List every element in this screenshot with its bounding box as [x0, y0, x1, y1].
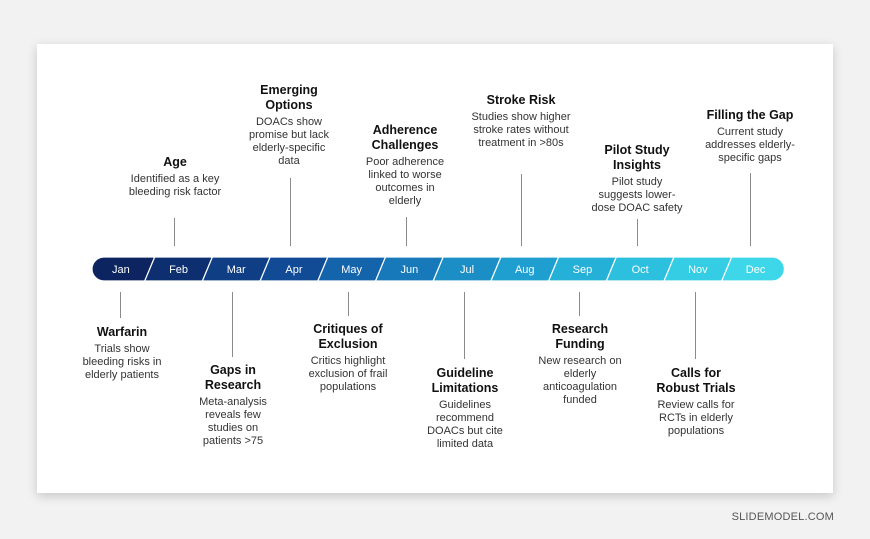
month-label-may: May [341, 264, 362, 276]
event-warfarin: Warfarin Trials show bleeding risks in e… [62, 325, 182, 382]
connector-may [348, 292, 349, 316]
event-title: Critiques of Exclusion [313, 322, 383, 351]
connector-nov [695, 292, 696, 359]
event-title: Adherence Challenges [371, 123, 439, 152]
connector-apr [290, 178, 291, 246]
event-title: Pilot Study Insights [604, 143, 670, 172]
event-desc: Studies show higher stroke rates without… [471, 111, 571, 149]
event-title: Gaps in Research [204, 363, 262, 392]
connector-jan [120, 292, 121, 318]
connector-jul [464, 292, 465, 359]
month-segment-jan [91, 256, 156, 282]
event-filling-the-gap: Filling the Gap Current study addresses … [690, 108, 810, 165]
month-segment-dec [720, 256, 785, 282]
event-desc: New research on elderly anticoagulation … [538, 355, 622, 406]
month-label-oct: Oct [632, 264, 649, 276]
event-title: Emerging Options [260, 83, 318, 112]
month-label-aug: Aug [515, 264, 535, 276]
month-label-feb: Feb [169, 264, 188, 276]
event-critiques-of-exclusion: Critiques of Exclusion Critics highlight… [288, 322, 408, 394]
event-title: Filling the Gap [706, 108, 794, 122]
event-title: Age [163, 155, 187, 169]
connector-sep [579, 292, 580, 316]
event-adherence-challenges: Adherence Challenges Poor adherence link… [345, 123, 465, 208]
event-title: Stroke Risk [486, 93, 556, 107]
event-desc: Identified as a key bleeding risk factor [128, 173, 222, 198]
connector-jun [406, 217, 407, 246]
month-label-dec: Dec [746, 264, 766, 276]
event-age: Age Identified as a key bleeding risk fa… [115, 155, 235, 199]
connector-dec [750, 173, 751, 246]
event-guideline-limitations: Guideline Limitations Guidelines recomme… [405, 366, 525, 451]
event-desc: Critics highlight exclusion of frail pop… [308, 355, 388, 393]
connector-aug [521, 174, 522, 246]
month-label-sep: Sep [573, 264, 593, 276]
watermark: SLIDEMODEL.COM [731, 511, 834, 523]
connector-oct [637, 219, 638, 246]
event-desc: Current study addresses elderly-specific… [705, 126, 795, 164]
event-calls-for-robust-trials: Calls for Robust Trials Review calls for… [636, 366, 756, 438]
event-desc: DOACs show promise but lack elderly-spec… [248, 116, 330, 167]
event-desc: Pilot study suggests lower-dose DOAC saf… [591, 176, 683, 214]
connector-feb [174, 218, 175, 246]
event-gaps-in-research: Gaps in Research Meta-analysis reveals f… [173, 363, 293, 448]
event-desc: Review calls for RCTs in elderly populat… [657, 399, 735, 437]
event-title: Guideline Limitations [431, 366, 499, 395]
event-desc: Poor adherence linked to worse outcomes … [365, 156, 445, 207]
month-label-apr: Apr [285, 264, 302, 276]
event-stroke-risk: Stroke Risk Studies show higher stroke r… [461, 93, 581, 150]
month-label-jun: Jun [400, 264, 418, 276]
month-label-mar: Mar [227, 264, 246, 276]
month-label-nov: Nov [688, 264, 708, 276]
month-label-jan: Jan [112, 264, 130, 276]
event-title: Warfarin [96, 325, 148, 339]
connector-mar [232, 292, 233, 357]
event-pilot-study-insights: Pilot Study Insights Pilot study suggest… [577, 143, 697, 215]
event-research-funding: Research Funding New research on elderly… [520, 322, 640, 407]
event-title: Calls for Robust Trials [656, 366, 736, 395]
event-desc: Guidelines recommend DOACs but cite limi… [427, 399, 503, 450]
month-label-jul: Jul [460, 264, 474, 276]
event-emerging-options: Emerging Options DOACs show promise but … [229, 83, 349, 168]
event-desc: Trials show bleeding risks in elderly pa… [82, 343, 162, 381]
event-title: Research Funding [551, 322, 609, 351]
event-desc: Meta-analysis reveals few studies on pat… [199, 396, 267, 447]
